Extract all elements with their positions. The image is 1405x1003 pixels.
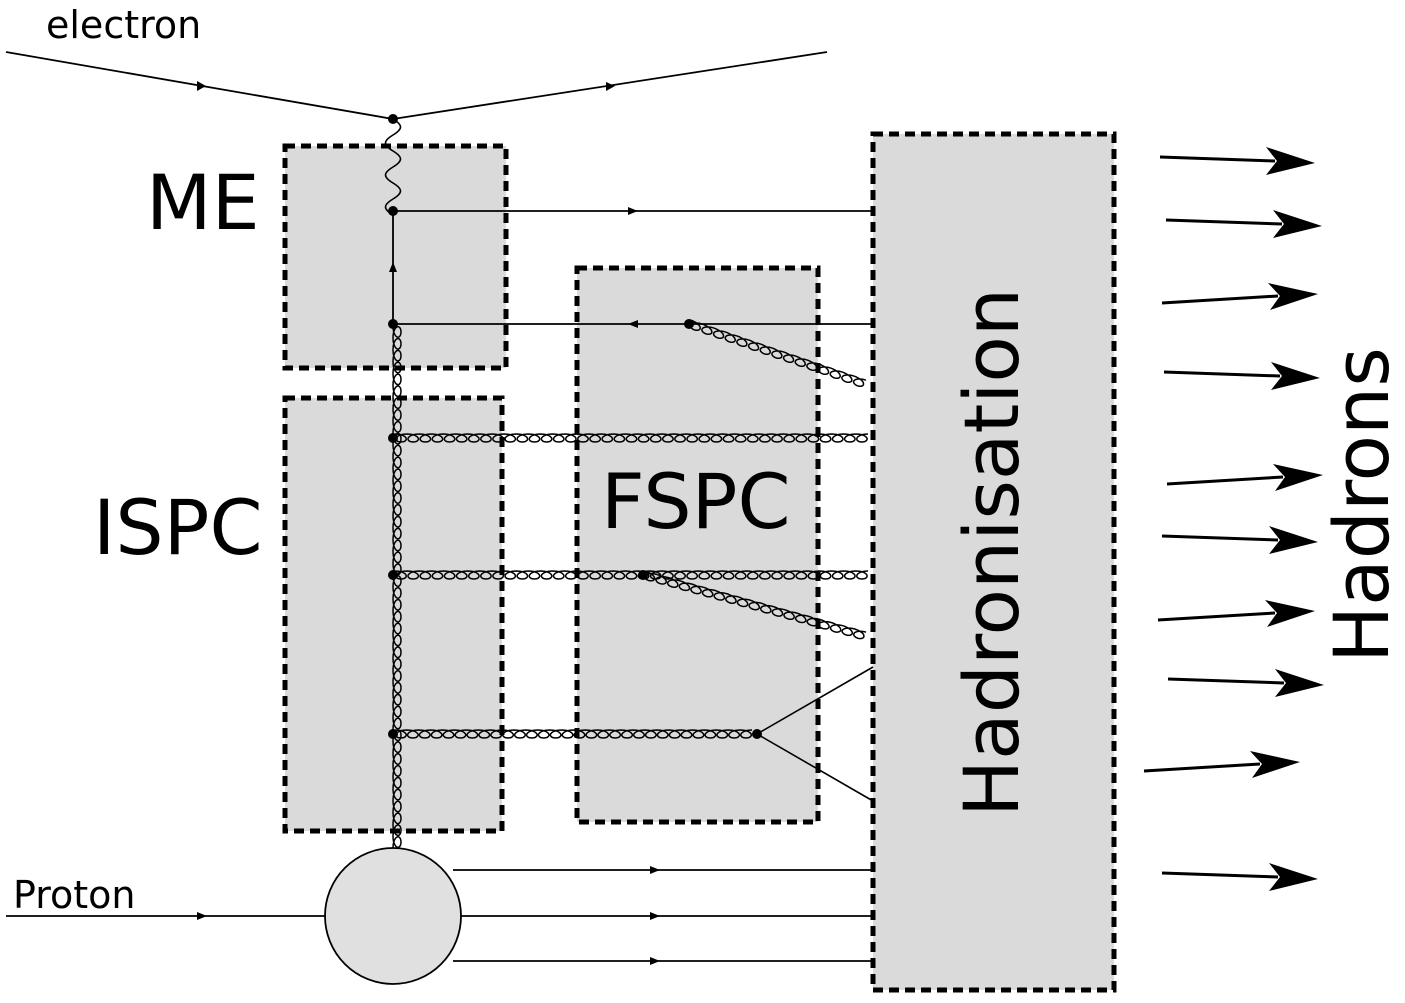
me-box: [282, 143, 509, 371]
hadrons-label: Hadrons: [1317, 347, 1405, 663]
hadronisation-box: [870, 131, 1117, 993]
gluon-emission: [394, 570, 869, 580]
vertex: [388, 319, 398, 329]
proton-label: Proton: [13, 873, 136, 917]
fsr-gluon: [643, 570, 867, 640]
antiquark-arrowhead: [628, 320, 638, 328]
quark-out-arrowhead: [628, 207, 638, 215]
gluon-emission: [394, 729, 753, 739]
electron-out-arrowhead: [606, 82, 615, 91]
ispc-label: ISPC: [93, 483, 263, 572]
electron-label: electron: [46, 3, 201, 47]
remnant-arrowhead: [650, 912, 660, 920]
hadronisation-label: Hadronisation: [947, 288, 1036, 817]
gluon-emission: [394, 433, 869, 443]
vertex: [388, 114, 398, 124]
gluon-lines: [392, 319, 869, 849]
quark-up-arrowhead: [389, 262, 397, 272]
proton-blob: [324, 847, 462, 985]
quark-pair: [756, 666, 874, 802]
proton-in-arrowhead: [197, 912, 207, 920]
me-label: ME: [146, 158, 260, 247]
electron-in-arrowhead: [197, 81, 206, 91]
hadron-arrows: [1143, 147, 1324, 891]
vertex: [388, 729, 398, 739]
vertices: [388, 114, 762, 739]
vertex: [388, 206, 398, 216]
vertex: [752, 729, 762, 739]
vertex: [638, 570, 648, 580]
photon-propagator: [384, 118, 402, 217]
fspc-label: FSPC: [601, 457, 791, 546]
vertex: [388, 433, 398, 443]
remnant-arrowhead: [650, 957, 660, 965]
remnant-arrowhead: [650, 866, 660, 874]
vertex: [388, 570, 398, 580]
fsr-gluon: [689, 319, 867, 387]
vertex: [684, 319, 694, 329]
proton-remnant-lines: [453, 869, 873, 962]
electron-lines: [5, 51, 828, 120]
initial-state-gluon-ladder: [392, 325, 402, 849]
